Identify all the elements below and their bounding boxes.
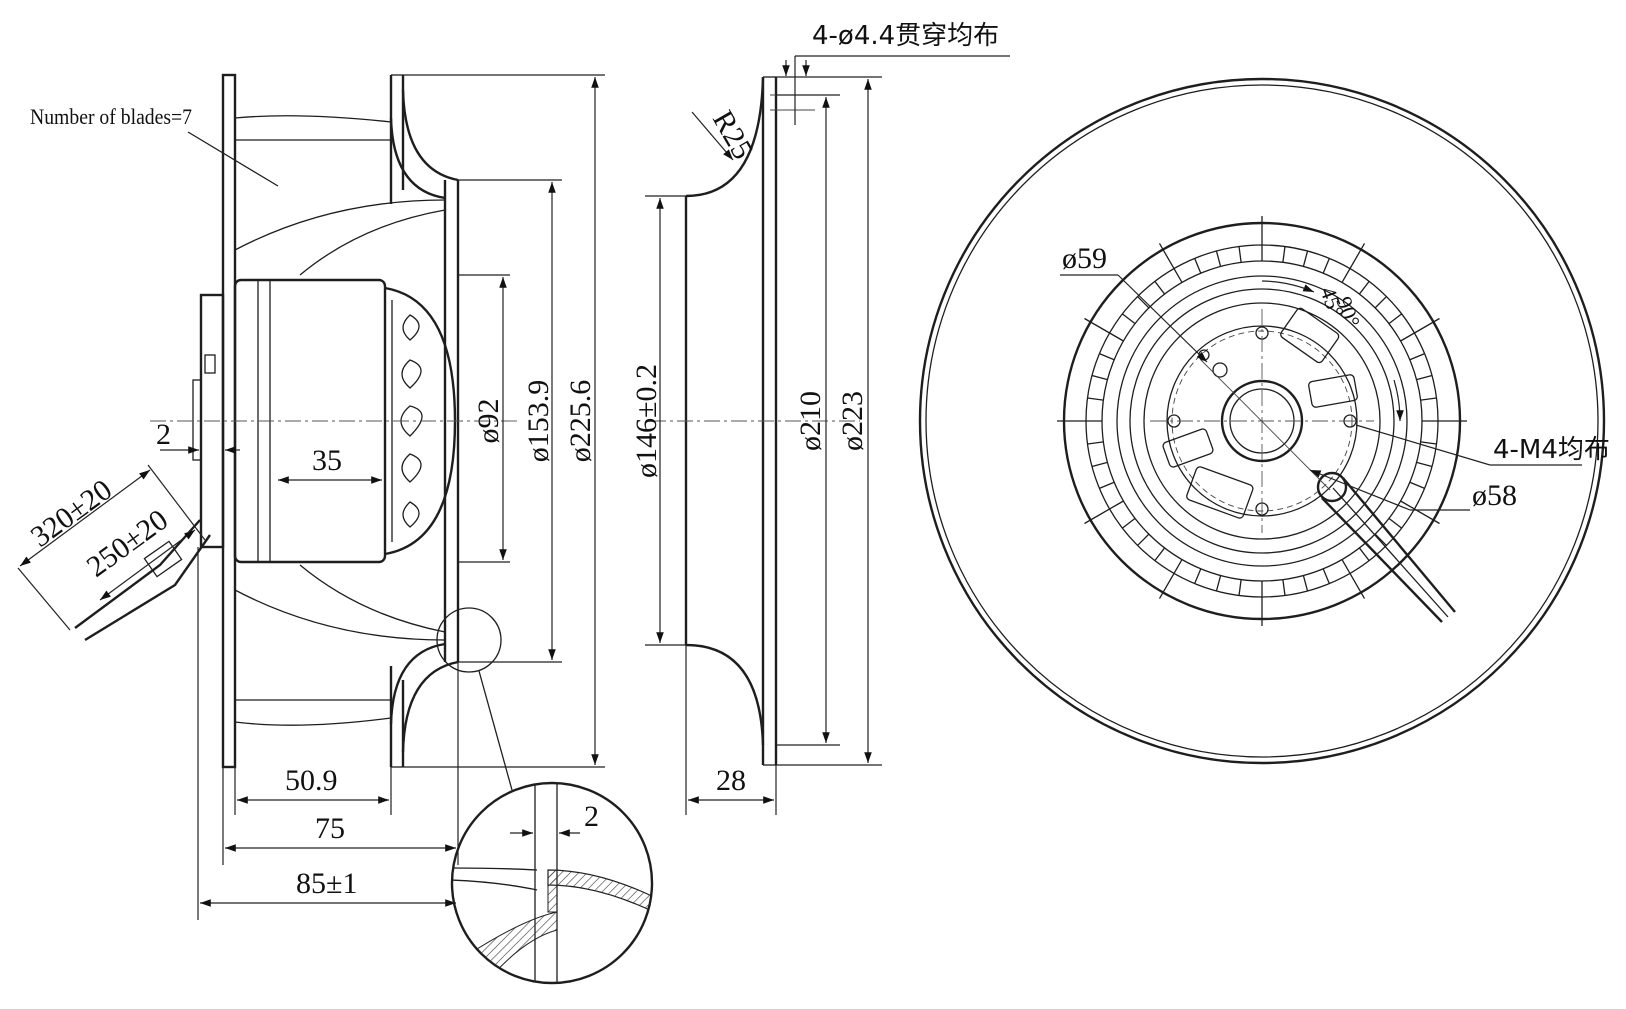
rotor-slots (391, 300, 423, 542)
cooling-fin (1091, 461, 1108, 468)
dim-phi92: ø92 (472, 399, 505, 444)
inlet-ring-dimensions: 4-ø4.4贯穿均布 R25 ø146±0.2 ø210 ø223 28 (630, 21, 1010, 815)
cooling-fin (1121, 313, 1136, 325)
cooling-fin (1084, 317, 1124, 342)
dim-phi210: ø210 (794, 391, 827, 451)
cooling-fin (1099, 353, 1115, 361)
cooling-fin (1388, 313, 1403, 325)
cooling-fin (1091, 374, 1108, 381)
cooling-fin (1341, 559, 1366, 599)
cooling-fin (1358, 547, 1370, 562)
cooling-fin (1158, 243, 1183, 283)
cooling-fin (1194, 258, 1202, 274)
dim-75: 75 (315, 812, 345, 845)
cooling-fin (1158, 559, 1183, 599)
dim-50-9: 50.9 (285, 764, 338, 797)
detail-view: 2 (450, 781, 654, 985)
cooling-fin (1194, 568, 1202, 584)
cooling-fin (1238, 246, 1242, 263)
cooling-fin (1416, 374, 1433, 381)
dim-r25: R25 (706, 105, 760, 165)
dim-phi146: ø146±0.2 (630, 364, 663, 478)
dim-detail-gap: 2 (584, 800, 599, 833)
dim-85: 85±1 (296, 867, 357, 900)
cooling-fin (1302, 575, 1309, 592)
cooling-fin (1409, 481, 1425, 489)
cooling-fin (1400, 500, 1440, 525)
dim-hub-width: 35 (312, 444, 342, 477)
cooling-fin (1087, 397, 1104, 401)
dim-phi223: ø223 (836, 391, 869, 451)
side-view-dimensions: ø92 ø153.9 ø225.6 2 35 50.9 75 85±1 (17, 74, 605, 920)
front-view (918, 77, 1606, 765)
cooling-fin (1238, 579, 1242, 596)
cooling-fin (1282, 579, 1286, 596)
cooling-fin (1420, 397, 1437, 401)
cooling-fin (1341, 243, 1366, 283)
cooling-fin (1099, 481, 1115, 489)
cooling-fin (1409, 353, 1425, 361)
hole-note: 4-ø4.4贯穿均布 (812, 21, 999, 51)
cooling-fin (1374, 533, 1387, 546)
blades-note: Number of blades=7 (30, 104, 192, 129)
cooling-fin (1084, 500, 1124, 525)
cooling-fin (1215, 575, 1222, 592)
cooling-fin (1121, 517, 1136, 529)
inlet-ring-view (650, 76, 860, 766)
thread-note: 4-M4均布 (1493, 435, 1610, 465)
dim-phi225-6: ø225.6 (564, 380, 597, 463)
cooling-fin (1282, 246, 1286, 263)
shaft-bore (1220, 379, 1304, 463)
cooling-fin (1358, 280, 1370, 295)
dim-phi153-9: ø153.9 (522, 380, 555, 463)
cooling-fin (1388, 517, 1403, 529)
dim-phi58: ø58 (1472, 479, 1517, 512)
cooling-fin (1087, 441, 1104, 445)
cooling-fin (1137, 296, 1150, 309)
side-view (74, 73, 520, 791)
cooling-fin (1137, 533, 1150, 546)
cooling-fin (1322, 568, 1330, 584)
outer-backplate (918, 77, 1606, 765)
cooling-fin (1154, 547, 1166, 562)
dim-28: 28 (716, 764, 746, 797)
cooling-fin (1374, 296, 1387, 309)
cooling-fins (1057, 216, 1467, 626)
cooling-fin (1322, 258, 1330, 274)
dim-phi59: ø59 (1062, 242, 1107, 275)
cooling-fin (1154, 280, 1166, 295)
cooling-fin (1400, 317, 1440, 342)
cooling-fin (1215, 250, 1222, 267)
cooling-fin (1416, 461, 1433, 468)
cooling-fin (1420, 441, 1437, 445)
cooling-fin (1302, 250, 1309, 267)
dim-shaft-offset: 2 (156, 418, 171, 451)
